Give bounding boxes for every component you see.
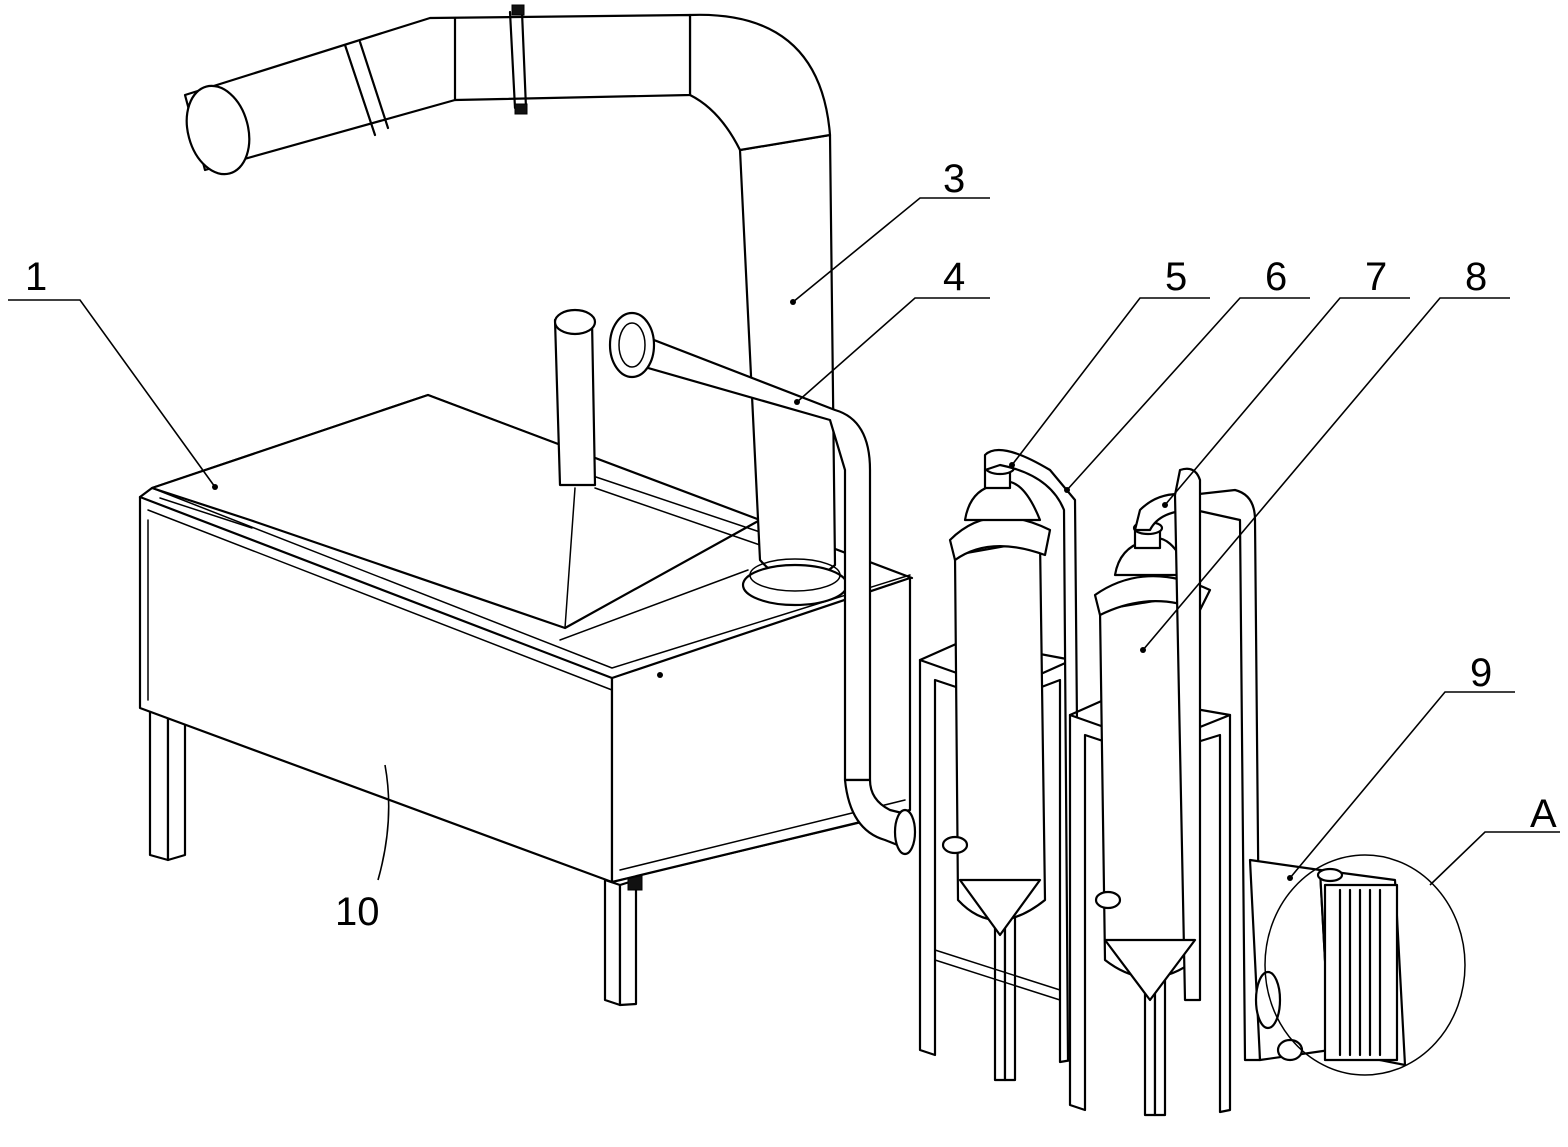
hood-pipe	[553, 308, 917, 856]
callout-10: 10	[335, 890, 380, 934]
callout-a: A	[1530, 792, 1557, 836]
tank	[138, 393, 914, 1007]
exhaust-duct	[183, 4, 849, 607]
callout-1: 1	[25, 255, 47, 299]
detail-circle-a	[1264, 854, 1466, 1076]
callout-3: 3	[943, 157, 965, 201]
callout-8: 8	[1465, 255, 1487, 299]
left-separator	[918, 448, 1082, 1082]
callout-7: 7	[1365, 255, 1387, 299]
radiator-unit	[1248, 854, 1466, 1076]
tank-cover-plate	[150, 393, 762, 630]
tank-legs	[148, 703, 643, 1007]
radiator-fins	[1338, 888, 1382, 1057]
callouts: 1 3 4 5 6 7 8 9 A 10	[8, 157, 1560, 934]
callout-5: 5	[1165, 255, 1187, 299]
callout-9: 9	[1470, 651, 1492, 695]
callout-6: 6	[1265, 255, 1287, 299]
tank-right-face	[610, 576, 912, 884]
callout-4: 4	[943, 255, 965, 299]
right-separator	[1068, 467, 1262, 1117]
